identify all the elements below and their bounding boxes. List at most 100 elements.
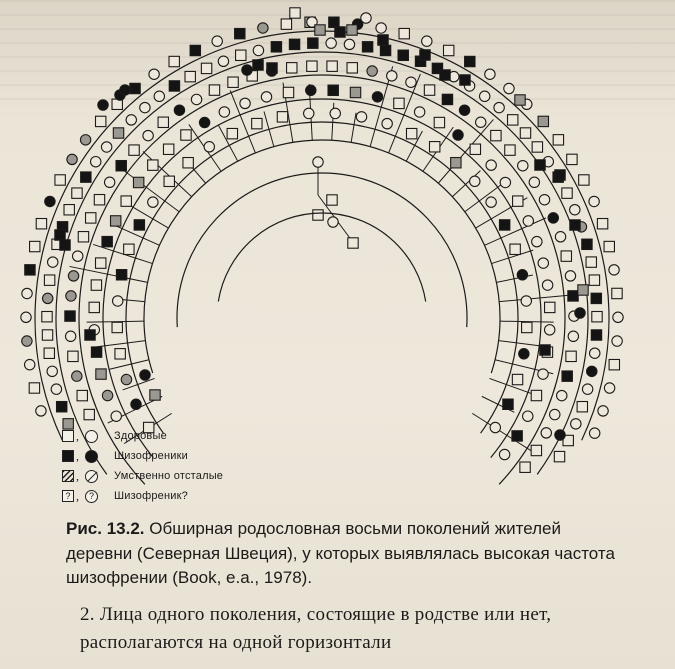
pedigree-female-icon (458, 104, 471, 116)
pedigree-male-icon (328, 16, 340, 28)
pedigree-female-icon (531, 235, 543, 248)
pedigree-male-icon (184, 70, 196, 83)
pedigree-male-icon (71, 187, 83, 199)
pedigree-branch (92, 340, 146, 348)
pedigree-male-icon (314, 24, 326, 36)
pedigree-male-icon (286, 62, 298, 74)
pedigree-male-icon (511, 430, 523, 442)
pedigree-male-icon (346, 62, 358, 74)
pedigree-male-icon (450, 156, 462, 169)
pedigree-female-icon (499, 176, 512, 189)
pedigree-male-icon (603, 240, 615, 253)
pedigree-female-icon (305, 84, 317, 97)
pedigree-male-icon (29, 240, 41, 253)
pedigree-male-icon (55, 400, 68, 413)
pedigree-female-icon (142, 129, 154, 142)
pedigree-male-icon (531, 141, 544, 153)
legend-label: Умственно отсталые (114, 470, 224, 482)
pedigree-female-icon (498, 448, 511, 461)
square-hatched-icon (62, 470, 74, 482)
pedigree-male-icon (361, 41, 374, 53)
pedigree-female-icon (41, 292, 54, 305)
pedigree-branch (388, 73, 421, 154)
pedigree-branch (130, 205, 169, 229)
pedigree-female-icon (100, 141, 113, 153)
pedigree-female-icon (405, 76, 417, 88)
pedigree-male-icon (168, 80, 181, 92)
pedigree-female-icon (119, 84, 131, 96)
pedigree-branch (491, 249, 534, 265)
pedigree-male-icon (567, 290, 579, 302)
circle-empty-icon (85, 429, 98, 443)
pedigree-female-icon (239, 97, 251, 110)
pedigree-male-icon (280, 18, 293, 30)
pedigree-female-icon (44, 195, 56, 208)
pedigree-male-icon (142, 421, 155, 434)
legend-label: Шизофреник? (114, 490, 188, 502)
legend-row-healthy: , Здоровые (62, 426, 223, 446)
pedigree-male-icon (88, 301, 100, 314)
pedigree-branch (498, 340, 540, 347)
pedigree-male-icon (544, 301, 556, 314)
pedigree-female-icon (517, 159, 529, 172)
pedigree-male-icon (433, 116, 446, 129)
pedigree-male-icon (596, 217, 609, 230)
pedigree-male-icon (581, 238, 593, 251)
pedigree-female-icon (211, 35, 223, 47)
pedigree-male-icon (512, 195, 524, 207)
pedigree-male-icon (128, 144, 140, 156)
pedigree-female-icon (371, 91, 384, 103)
pedigree-male-icon (227, 76, 239, 88)
pedigree-male-icon (111, 321, 123, 334)
pedigree-male-icon (442, 44, 455, 57)
legend: , Здоровые , Шизофреники , Умственно отс… (62, 426, 223, 506)
pedigree-female-icon (522, 215, 535, 227)
pedigree-female-icon (570, 418, 582, 430)
pedigree-male-icon (578, 174, 590, 186)
pedigree-male-icon (189, 44, 202, 57)
pedigree-male-icon (83, 408, 95, 421)
pedigree-male-icon (326, 194, 338, 206)
pedigree-male-icon (41, 329, 54, 341)
pedigree-male-icon (63, 203, 75, 216)
pedigree-male-icon (80, 171, 92, 183)
pedigree-female-icon (21, 335, 33, 347)
pedigree-male-icon (115, 269, 128, 281)
pedigree-female-icon (574, 307, 586, 319)
circle-question-icon: ? (85, 489, 98, 503)
legend-label: Здоровые (114, 430, 167, 442)
pedigree-male-icon (377, 34, 389, 46)
pedigree-male-icon (514, 94, 526, 106)
pedigree-branch (499, 320, 554, 323)
generation-arc (125, 121, 519, 434)
circle-filled-icon (85, 449, 98, 463)
pedigree-male-icon (511, 373, 524, 386)
pedigree-male-icon (226, 127, 239, 140)
circle-slashed-icon (85, 469, 98, 483)
pedigree-female-icon (217, 55, 230, 68)
caption-label: Рис. 13.2. (66, 519, 145, 538)
pedigree-female-icon (71, 370, 83, 382)
pedigree-male-icon (200, 62, 213, 75)
pedigree-female-icon (485, 196, 497, 208)
pedigree-male-icon (76, 389, 88, 402)
pedigree-male-icon (235, 49, 247, 62)
pedigree-male-icon (506, 114, 519, 126)
pedigree-male-icon (552, 134, 565, 146)
pedigree-male-icon (168, 55, 180, 68)
pedigree-female-icon (312, 156, 324, 168)
pedigree-female-icon (130, 398, 142, 411)
pedigree-male-icon (90, 346, 103, 358)
pedigree-female-icon (474, 116, 487, 129)
pedigree-male-icon (276, 111, 289, 123)
pedigree-male-icon (95, 368, 107, 380)
square-question-icon: ? (62, 490, 74, 502)
pedigree-female-icon (302, 107, 315, 120)
generation-arc (55, 51, 589, 475)
pedigree-branch (112, 223, 160, 246)
pedigree-female-icon (173, 104, 186, 116)
pedigree-branch (437, 119, 494, 184)
pedigree-female-icon (111, 295, 124, 307)
pedigree-female-icon (329, 107, 342, 120)
pedigree-male-icon (576, 400, 589, 413)
